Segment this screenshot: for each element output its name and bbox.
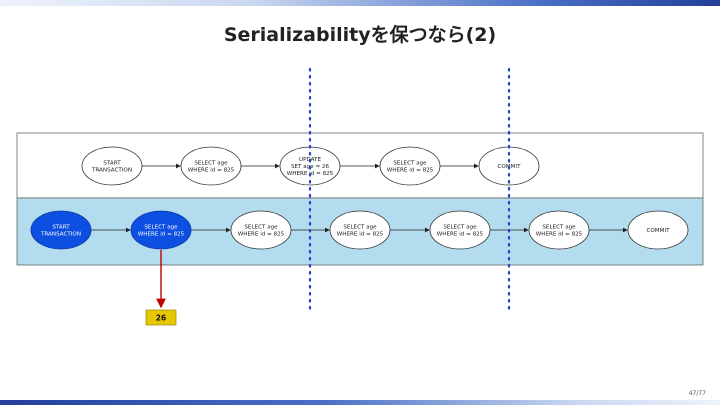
row1-node: START TRANSACTION xyxy=(81,146,143,186)
row2-node-label: TRANSACTION xyxy=(40,232,81,238)
result-value: 26 xyxy=(156,314,166,323)
row2-node-label: COMMIT xyxy=(646,228,670,234)
row2-node-label: WHERE id = 825 xyxy=(437,232,484,238)
row1-node-label: SELECT age xyxy=(393,160,427,166)
row2-node-shape xyxy=(627,210,689,250)
row2-node-shape xyxy=(429,210,491,250)
row2-node-label: WHERE id = 825 xyxy=(138,232,185,238)
row1-node-label: START xyxy=(103,160,121,166)
slide-title: Serializabilityを保つなら(2) xyxy=(223,24,497,46)
row2-node-label: SELECT age xyxy=(542,224,576,230)
row1-node-shape xyxy=(180,146,242,186)
page-number: 47/77 xyxy=(688,390,706,397)
row1-node-label: WHERE id = 825 xyxy=(188,168,235,174)
bottom-accent-bar xyxy=(0,400,720,405)
row2-node-label: SELECT age xyxy=(343,224,377,230)
row2-node-label: START xyxy=(52,224,70,230)
row2-node-label: WHERE id = 825 xyxy=(238,232,285,238)
row2-node-label: WHERE id = 825 xyxy=(337,232,384,238)
row1-node-label: TRANSACTION xyxy=(91,168,132,174)
top-accent-bar xyxy=(0,0,720,6)
row1-node-shape xyxy=(379,146,441,186)
row2-node-shape xyxy=(329,210,391,250)
row1-node-label: SELECT age xyxy=(194,160,228,166)
row2-node-label: SELECT age xyxy=(144,224,178,230)
row2-node-label: SELECT age xyxy=(443,224,477,230)
row2-node-shape xyxy=(528,210,590,250)
row2-node-label: WHERE id = 825 xyxy=(536,232,583,238)
row2-node-shape xyxy=(230,210,292,250)
row1-node-shape xyxy=(81,146,143,186)
result-box xyxy=(145,309,177,326)
row2-node-shape xyxy=(30,210,92,250)
row1-node-label: WHERE id = 825 xyxy=(387,168,434,174)
row2-node: COMMIT xyxy=(627,210,689,250)
row2-node: START TRANSACTION xyxy=(30,210,92,250)
row2-node-label: SELECT age xyxy=(244,224,278,230)
row2-node-shape xyxy=(130,210,192,250)
